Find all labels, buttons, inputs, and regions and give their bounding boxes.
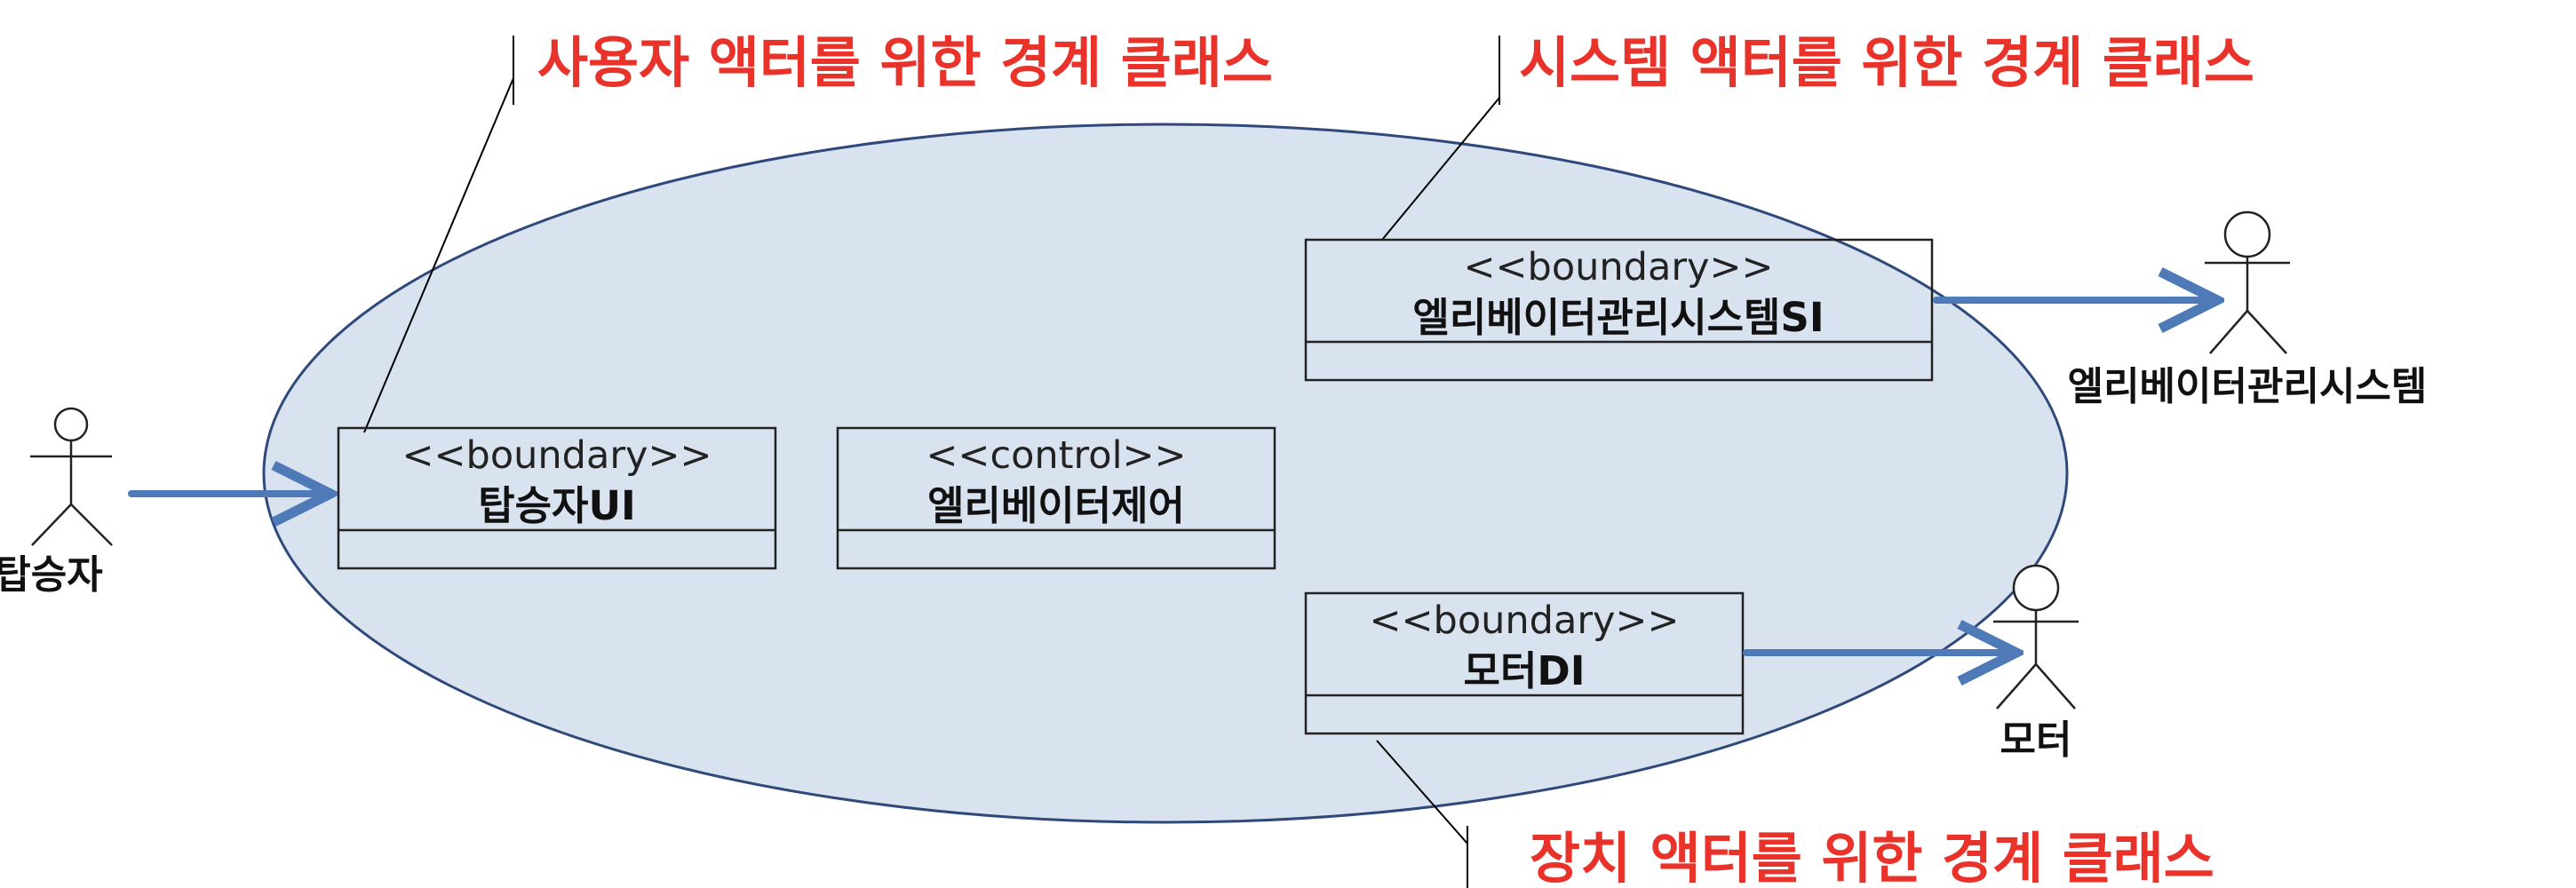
class-name: 엘리베이터제어 <box>927 482 1185 529</box>
association-arrows <box>128 300 2217 653</box>
actor-motor-icon[interactable] <box>1993 564 2079 710</box>
user-callout-leader <box>363 77 514 433</box>
class-name: 엘리베이터관리시스템SI <box>1412 294 1824 341</box>
device-callout-leader <box>1376 740 1468 844</box>
class-box-frame <box>1304 591 1745 735</box>
class-stereotype: <<control>> <box>926 433 1186 478</box>
actor-passenger-icon[interactable] <box>30 407 113 546</box>
callout-system-actor-boundary: 시스템 액터를 위한 경계 클래스 <box>1519 30 2254 95</box>
class-stereotype: <<boundary>> <box>402 433 712 478</box>
class-box-elevator-control[interactable]: <<control>> 엘리베이터제어 <box>836 426 1276 570</box>
actor-motor-label: 모터 <box>2000 718 2072 763</box>
system-callout-leader <box>1381 97 1500 241</box>
class-box-passenger-ui[interactable]: <<boundary>> 탑승자UI <box>337 426 777 570</box>
class-stereotype: <<boundary>> <box>1464 245 1774 289</box>
callout-leaders <box>363 36 1500 888</box>
callout-device-actor-boundary: 장치 액터를 위한 경계 클래스 <box>1530 826 2214 888</box>
actor-passenger-label: 탑승자 <box>0 552 103 598</box>
class-box-motor-di[interactable]: <<boundary>> 모터DI <box>1304 591 1745 735</box>
class-stereotype: <<boundary>> <box>1370 599 1680 643</box>
callout-user-actor-boundary: 사용자 액터를 위한 경계 클래스 <box>537 30 1273 95</box>
class-box-elevator-mgmt-si[interactable]: <<boundary>> 엘리베이터관리시스템SI <box>1304 238 1934 382</box>
actor-elevator-mgmt-system-icon[interactable] <box>2205 210 2290 354</box>
class-name: 모터DI <box>1464 647 1586 694</box>
class-name: 탑승자UI <box>478 482 635 529</box>
actor-elevator-mgmt-system-label: 엘리베이터관리시스템 <box>2068 364 2428 409</box>
class-box-frame <box>337 426 777 570</box>
system-boundary-ellipse <box>262 123 2069 824</box>
class-box-frame <box>1304 238 1934 382</box>
class-box-frame <box>836 426 1276 570</box>
